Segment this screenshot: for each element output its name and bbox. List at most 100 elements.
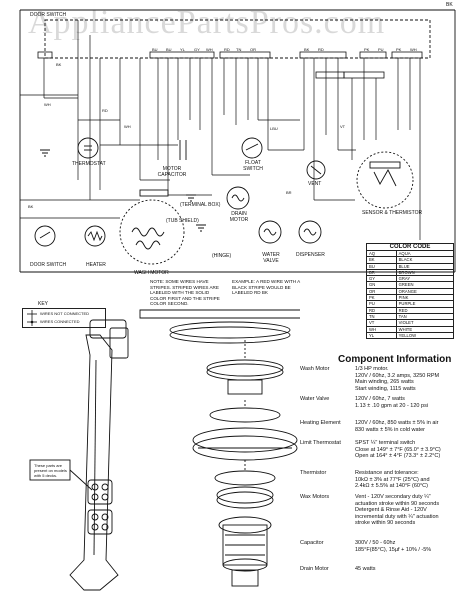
- color-code-name: TAN: [395, 312, 455, 321]
- color-code-name: PINK: [395, 294, 455, 302]
- stripe-example: EXAMPLE: A RED WIRE WITH A BLACK STRIPE …: [232, 279, 300, 295]
- float-switch-label: FLOAT SWITCH: [243, 160, 263, 172]
- color-code-name: VIOLET: [395, 319, 455, 327]
- wire-code: WH: [410, 47, 417, 52]
- component-spec-line: Close at 149° ± 7°F (65.0° ± 3.9°C): [355, 446, 441, 453]
- color-code-name: RED: [395, 306, 455, 314]
- door-switch-label: DOOR SWITCH: [30, 262, 67, 268]
- key-item: WIRES NOT CONNECTED: [40, 311, 90, 316]
- color-code-name: GRAY: [395, 275, 455, 283]
- terminal-box-label: (TERMINAL BOX): [180, 202, 221, 208]
- drain-motor-label: DRAIN MOTOR: [229, 211, 249, 223]
- wire-code: PK: [364, 47, 370, 52]
- color-code-name: GREEN: [395, 281, 455, 289]
- wire-code: PU: [378, 47, 384, 52]
- component-spec-line: 1/3 HP motor.: [355, 366, 389, 372]
- wire-code: RD: [224, 47, 230, 52]
- heater-label: HEATER: [86, 262, 106, 268]
- key-title: KEY: [38, 301, 49, 307]
- color-code-name: WHITE: [395, 325, 455, 333]
- component-spec-line: 10kΩ ± 3% at 77°F (25°C) and: [355, 476, 430, 483]
- wire-code: BK: [56, 62, 62, 67]
- wire-code: BK: [304, 47, 310, 52]
- component-spec-line: incremental duty with ¼" actuation: [355, 513, 439, 520]
- water-valve-label: WATER VALVE: [262, 252, 280, 264]
- color-code-title: COLOR CODE: [366, 243, 454, 251]
- component-description: 45 watts: [355, 566, 465, 573]
- color-code-name: BLUE: [395, 262, 455, 270]
- component-spec-line: 185°F(85°C), 15µf + 10% / -5%: [355, 546, 432, 553]
- component-name: Thermistor: [300, 470, 327, 476]
- wire-code: BU: [152, 47, 158, 52]
- component-name: Water Valve: [300, 396, 330, 402]
- tub-shield-label: (TUB SHIELD): [166, 218, 199, 224]
- wiring-key: WIRES NOT CONNECTED WIRES CONNECTED: [22, 308, 106, 328]
- component-spec-line: 45 watts: [355, 566, 376, 572]
- wire-code: WH: [44, 102, 51, 107]
- component-spec-line: 2.4kΩ ± 5.5% at 140°F (60°C): [355, 483, 428, 489]
- wire-code: VT: [340, 124, 346, 129]
- component-spec-line: stroke within 90 seconds: [355, 520, 416, 526]
- component-name: Limit Thermostat: [300, 440, 341, 446]
- color-code-name: BLACK: [395, 256, 455, 264]
- component-description: 1/3 HP motor.120V / 60hz, 3.2 amps, 3250…: [355, 366, 465, 392]
- component-spec-line: 300V / 50 - 60hz: [355, 540, 396, 546]
- component-name: Heating Element: [300, 420, 341, 426]
- wire-code: OR: [250, 47, 256, 52]
- wire-code: BK: [28, 204, 34, 209]
- component-spec-line: Vent - 120V secondary duty ¼": [355, 494, 431, 500]
- five-deck-callout: These parts are present on models with 5…: [34, 463, 67, 478]
- wire-code: PK: [396, 47, 402, 52]
- motor-capacitor-label: MOTOR CAPACITOR: [157, 166, 187, 178]
- component-spec-line: Open at 164° ± 4°F (73.3° ± 2.2°C): [355, 453, 441, 459]
- hinge-label: (HINGE): [212, 253, 232, 259]
- color-code-abbr: YL: [366, 331, 397, 340]
- wire-code: GY: [194, 47, 200, 52]
- key-item: WIRES CONNECTED: [40, 319, 80, 324]
- dispenser-label: DISPENSER: [296, 252, 325, 258]
- color-code-name: PURPLE: [395, 300, 455, 308]
- wire-code: RD: [318, 47, 324, 52]
- component-description: Resistance and tolerance:10kΩ ± 3% at 77…: [355, 470, 465, 490]
- wire-code: RD: [102, 108, 108, 113]
- color-code-name: YELLOW: [395, 331, 455, 340]
- exploded-parts-view: [29, 309, 300, 591]
- component-spec-line: 120V / 60hz, 7 watts: [355, 396, 405, 402]
- wire-code: YL: [180, 47, 185, 52]
- wash-motor-label: WASH MOTOR: [134, 270, 169, 276]
- component-name: Wash Motor: [300, 366, 330, 372]
- bk-label: BK: [446, 2, 453, 8]
- thermostat-label: THERMOSTAT: [72, 161, 106, 167]
- wire-code: WH: [124, 124, 131, 129]
- component-info-title: Component Information: [338, 354, 452, 365]
- component-name: Drain Motor: [300, 566, 329, 572]
- sensor-thermistor-label: SENSOR & THERMISTOR: [362, 210, 423, 216]
- component-name: Wax Motors: [300, 494, 330, 500]
- component-spec-line: actuation stroke within 90 seconds: [355, 500, 440, 507]
- vent-label: VENT: [308, 181, 322, 187]
- component-spec-line: 120V / 60hz, 850 watts ± 5% in air: [355, 420, 439, 426]
- wire-code: BU: [166, 47, 172, 52]
- wire-code: TN: [236, 47, 242, 52]
- component-name: Capacitor: [300, 540, 324, 546]
- wire-code: LBU: [270, 126, 278, 131]
- component-spec-line: 120V / 60hz, 3.2 amps, 3250 RPM: [355, 372, 440, 379]
